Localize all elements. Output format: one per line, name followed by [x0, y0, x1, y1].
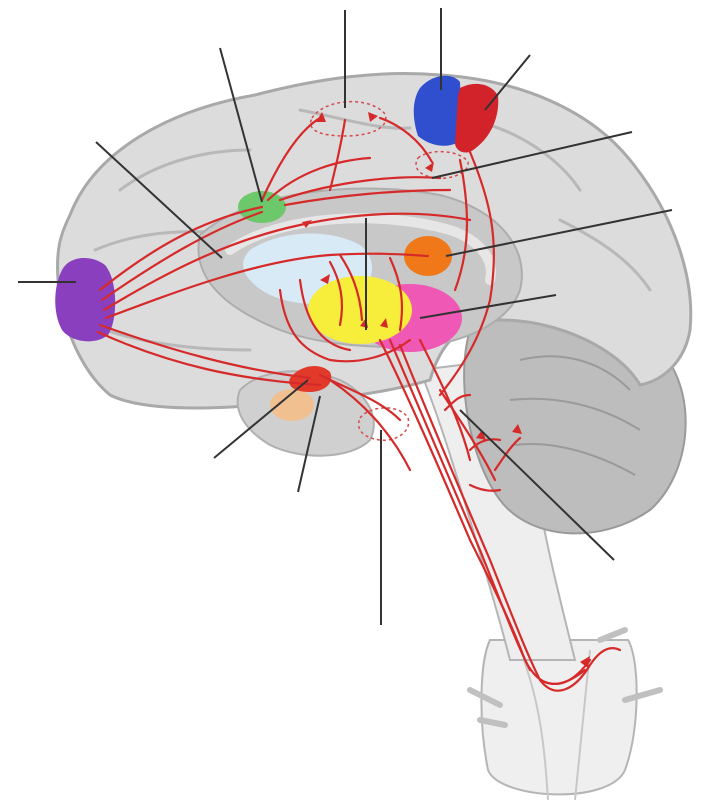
purple-region [55, 258, 115, 341]
